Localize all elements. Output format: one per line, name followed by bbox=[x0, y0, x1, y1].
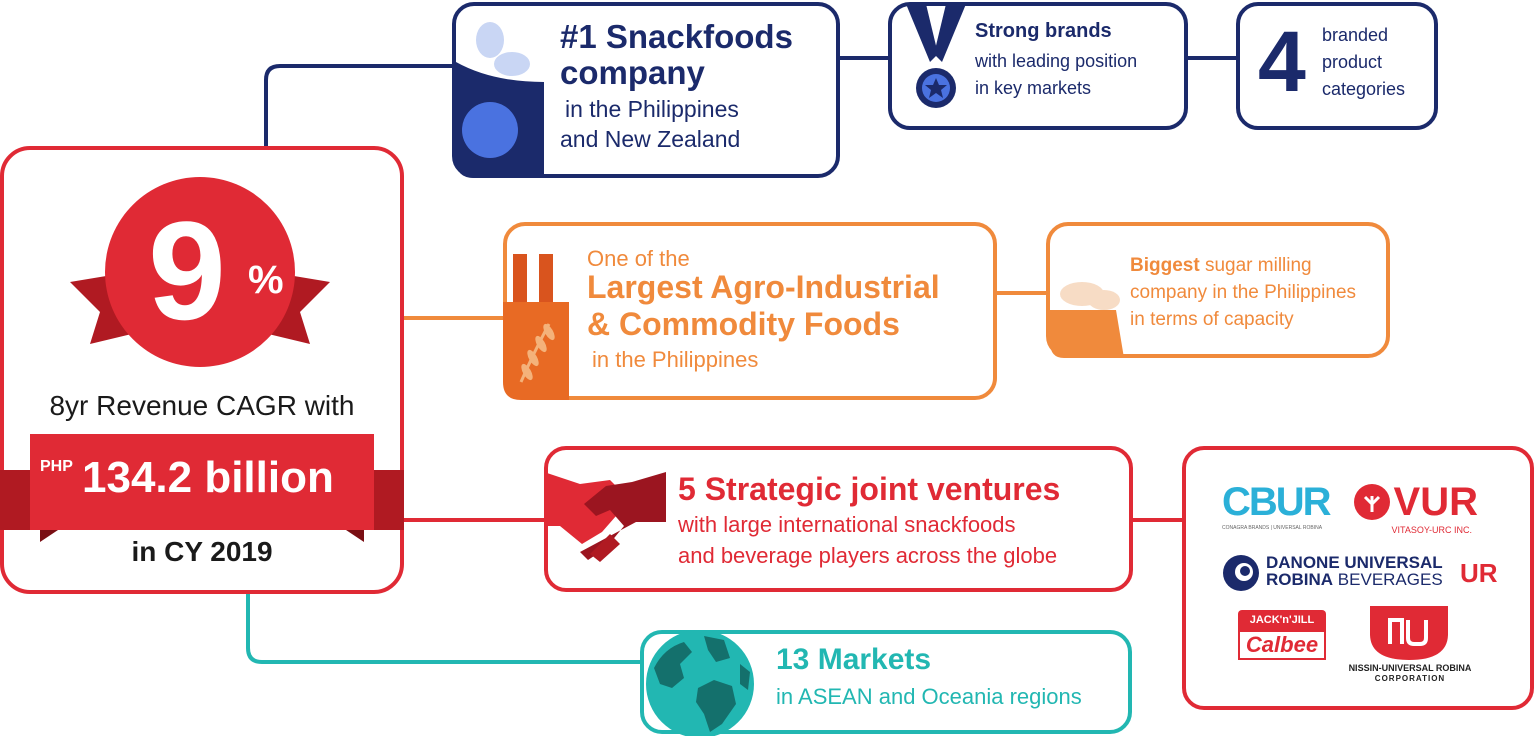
categories-line2: product bbox=[1322, 52, 1383, 72]
cagr-percent-sign: % bbox=[248, 258, 284, 302]
revenue-amount: 134.2 billion bbox=[82, 453, 334, 502]
jack-n-jill-line: JACK'n'JILL bbox=[1238, 610, 1326, 630]
nissin-line1: NISSIN-UNIVERSAL ROBINA bbox=[1348, 663, 1472, 673]
snackfoods-title-line2: company bbox=[560, 54, 705, 91]
sugar-pile-icon bbox=[1050, 282, 1124, 358]
strong-brands-line2: in key markets bbox=[975, 78, 1092, 98]
agro-intro: One of the bbox=[587, 246, 690, 271]
categories-number: 4 bbox=[1258, 14, 1306, 110]
danone-logo: DANONE UNIVERSAL ROBINA BEVERAGES UR bbox=[1222, 552, 1502, 592]
cagr-caption: 8yr Revenue CAGR with bbox=[49, 390, 355, 421]
vitasoy-logo: VUR VITASOY-URC INC. bbox=[1352, 480, 1478, 536]
categories-line3: categories bbox=[1322, 79, 1406, 99]
categories-card bbox=[1236, 2, 1438, 130]
agro-sub: in the Philippines bbox=[592, 347, 759, 372]
danone-line2: ROBINA BEVERAGES bbox=[1266, 571, 1443, 589]
amount-banner bbox=[0, 434, 404, 542]
strong-brands-line1: with leading position bbox=[975, 51, 1138, 71]
markets-sub: in ASEAN and Oceania regions bbox=[776, 684, 1082, 709]
snackfoods-title-line1: #1 Snackfoods bbox=[560, 18, 793, 55]
amount-currency: PHP bbox=[40, 458, 73, 475]
cbur-logo-mark: CBUR bbox=[1222, 480, 1332, 524]
danone-line1: DANONE UNIVERSAL bbox=[1266, 553, 1443, 572]
vitasoy-logo-caption: VITASOY-URC INC. bbox=[1391, 525, 1472, 535]
ventures-title: 5 Strategic joint ventures bbox=[678, 471, 1061, 507]
vitasoy-leaf-icon bbox=[1354, 484, 1390, 520]
jack-n-jill-calbee-logo: JACK'n'JILL Calbee bbox=[1238, 610, 1326, 662]
snack-bag-icon bbox=[456, 22, 544, 178]
globe-icon bbox=[646, 630, 754, 736]
agro-title-line2: & Commodity Foods bbox=[587, 306, 900, 342]
sugar-line1-rest: sugar milling bbox=[1199, 255, 1312, 276]
danone-line2-rest: BEVERAGES bbox=[1337, 570, 1443, 589]
cagr-percent-number: 9 bbox=[148, 192, 226, 349]
sugar-line3: in terms of capacity bbox=[1130, 309, 1294, 330]
strong-brands-card bbox=[888, 2, 1188, 130]
handshake-icon bbox=[544, 472, 666, 562]
vitasoy-logo-mark: VUR bbox=[1393, 480, 1478, 524]
factory-icon bbox=[503, 254, 569, 400]
categories-line1: branded bbox=[1322, 25, 1389, 45]
agro-title-line1: Largest Agro-Industrial bbox=[587, 269, 940, 305]
ribbon-badge-icon bbox=[70, 177, 330, 367]
sugar-bold: Biggest bbox=[1130, 255, 1200, 276]
medal-icon bbox=[906, 4, 966, 108]
ventures-line1: with large international snackfoods bbox=[678, 512, 1016, 537]
strong-brands-title: Strong brands bbox=[975, 20, 1112, 42]
ur-mark-logo: UR bbox=[1460, 558, 1498, 588]
snackfoods-sub-line1: in the Philippines bbox=[565, 96, 739, 122]
nissin-badge-icon bbox=[1370, 606, 1448, 660]
danone-line2-bold: ROBINA bbox=[1266, 570, 1334, 589]
agro-industrial-card bbox=[503, 222, 997, 400]
cbur-logo-caption: CONAGRA BRANDS | UNIVERSAL ROBINA bbox=[1222, 525, 1323, 531]
sugar-line1: Biggest sugar milling bbox=[1130, 253, 1312, 279]
markets-title: 13 Markets bbox=[776, 643, 932, 676]
calbee-line: Calbee bbox=[1238, 630, 1326, 660]
sugar-line2: company in the Philippines bbox=[1130, 282, 1357, 303]
snackfoods-sub-line2: and New Zealand bbox=[560, 126, 741, 152]
nissin-line2: CORPORATION bbox=[1374, 674, 1446, 683]
cbur-logo: CBUR CONAGRA BRANDS | UNIVERSAL ROBINA bbox=[1222, 480, 1334, 532]
nissin-logo: NISSIN-UNIVERSAL ROBINA CORPORATION bbox=[1340, 604, 1480, 684]
danone-child-icon bbox=[1223, 555, 1259, 591]
revenue-year: in CY 2019 bbox=[131, 536, 273, 567]
ventures-line2: and beverage players across the globe bbox=[678, 543, 1058, 568]
